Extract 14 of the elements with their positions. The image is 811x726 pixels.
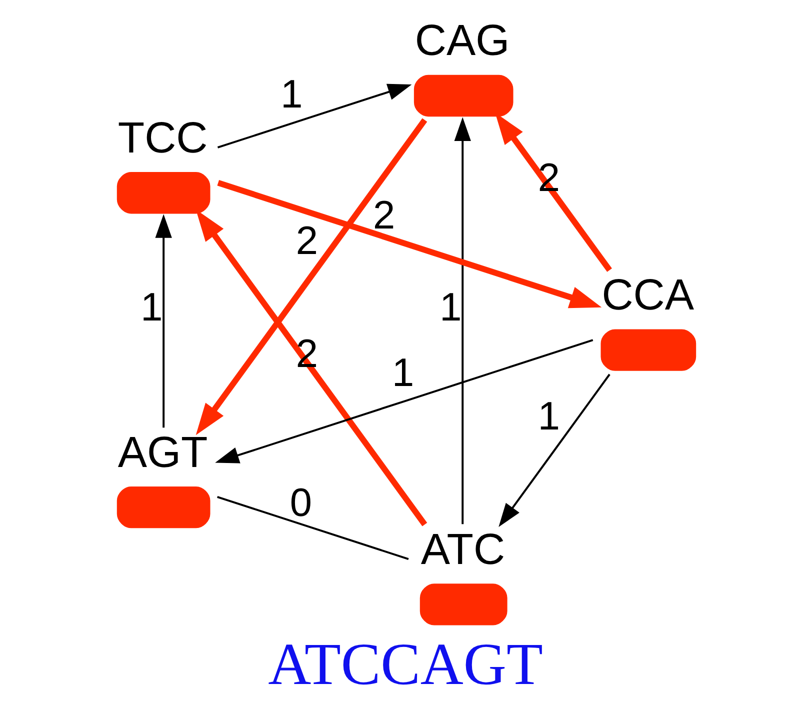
node-label: CAG bbox=[414, 16, 510, 66]
node-label: TCC bbox=[118, 113, 208, 162]
edge-label: 1 bbox=[140, 286, 163, 330]
edge-label: 1 bbox=[280, 72, 303, 117]
edge-label: 1 bbox=[392, 350, 414, 395]
node-label: CCA bbox=[602, 270, 694, 320]
node-label: ATC bbox=[420, 524, 506, 574]
caption: ATCCAGT bbox=[268, 630, 543, 697]
node-label: AGT bbox=[118, 428, 208, 477]
edge-label: 2 bbox=[296, 218, 318, 263]
edge-label: 2 bbox=[373, 194, 396, 238]
edge-label: 0 bbox=[290, 481, 312, 526]
edge-label: 1 bbox=[440, 285, 462, 330]
edge-label: 1 bbox=[538, 394, 560, 439]
